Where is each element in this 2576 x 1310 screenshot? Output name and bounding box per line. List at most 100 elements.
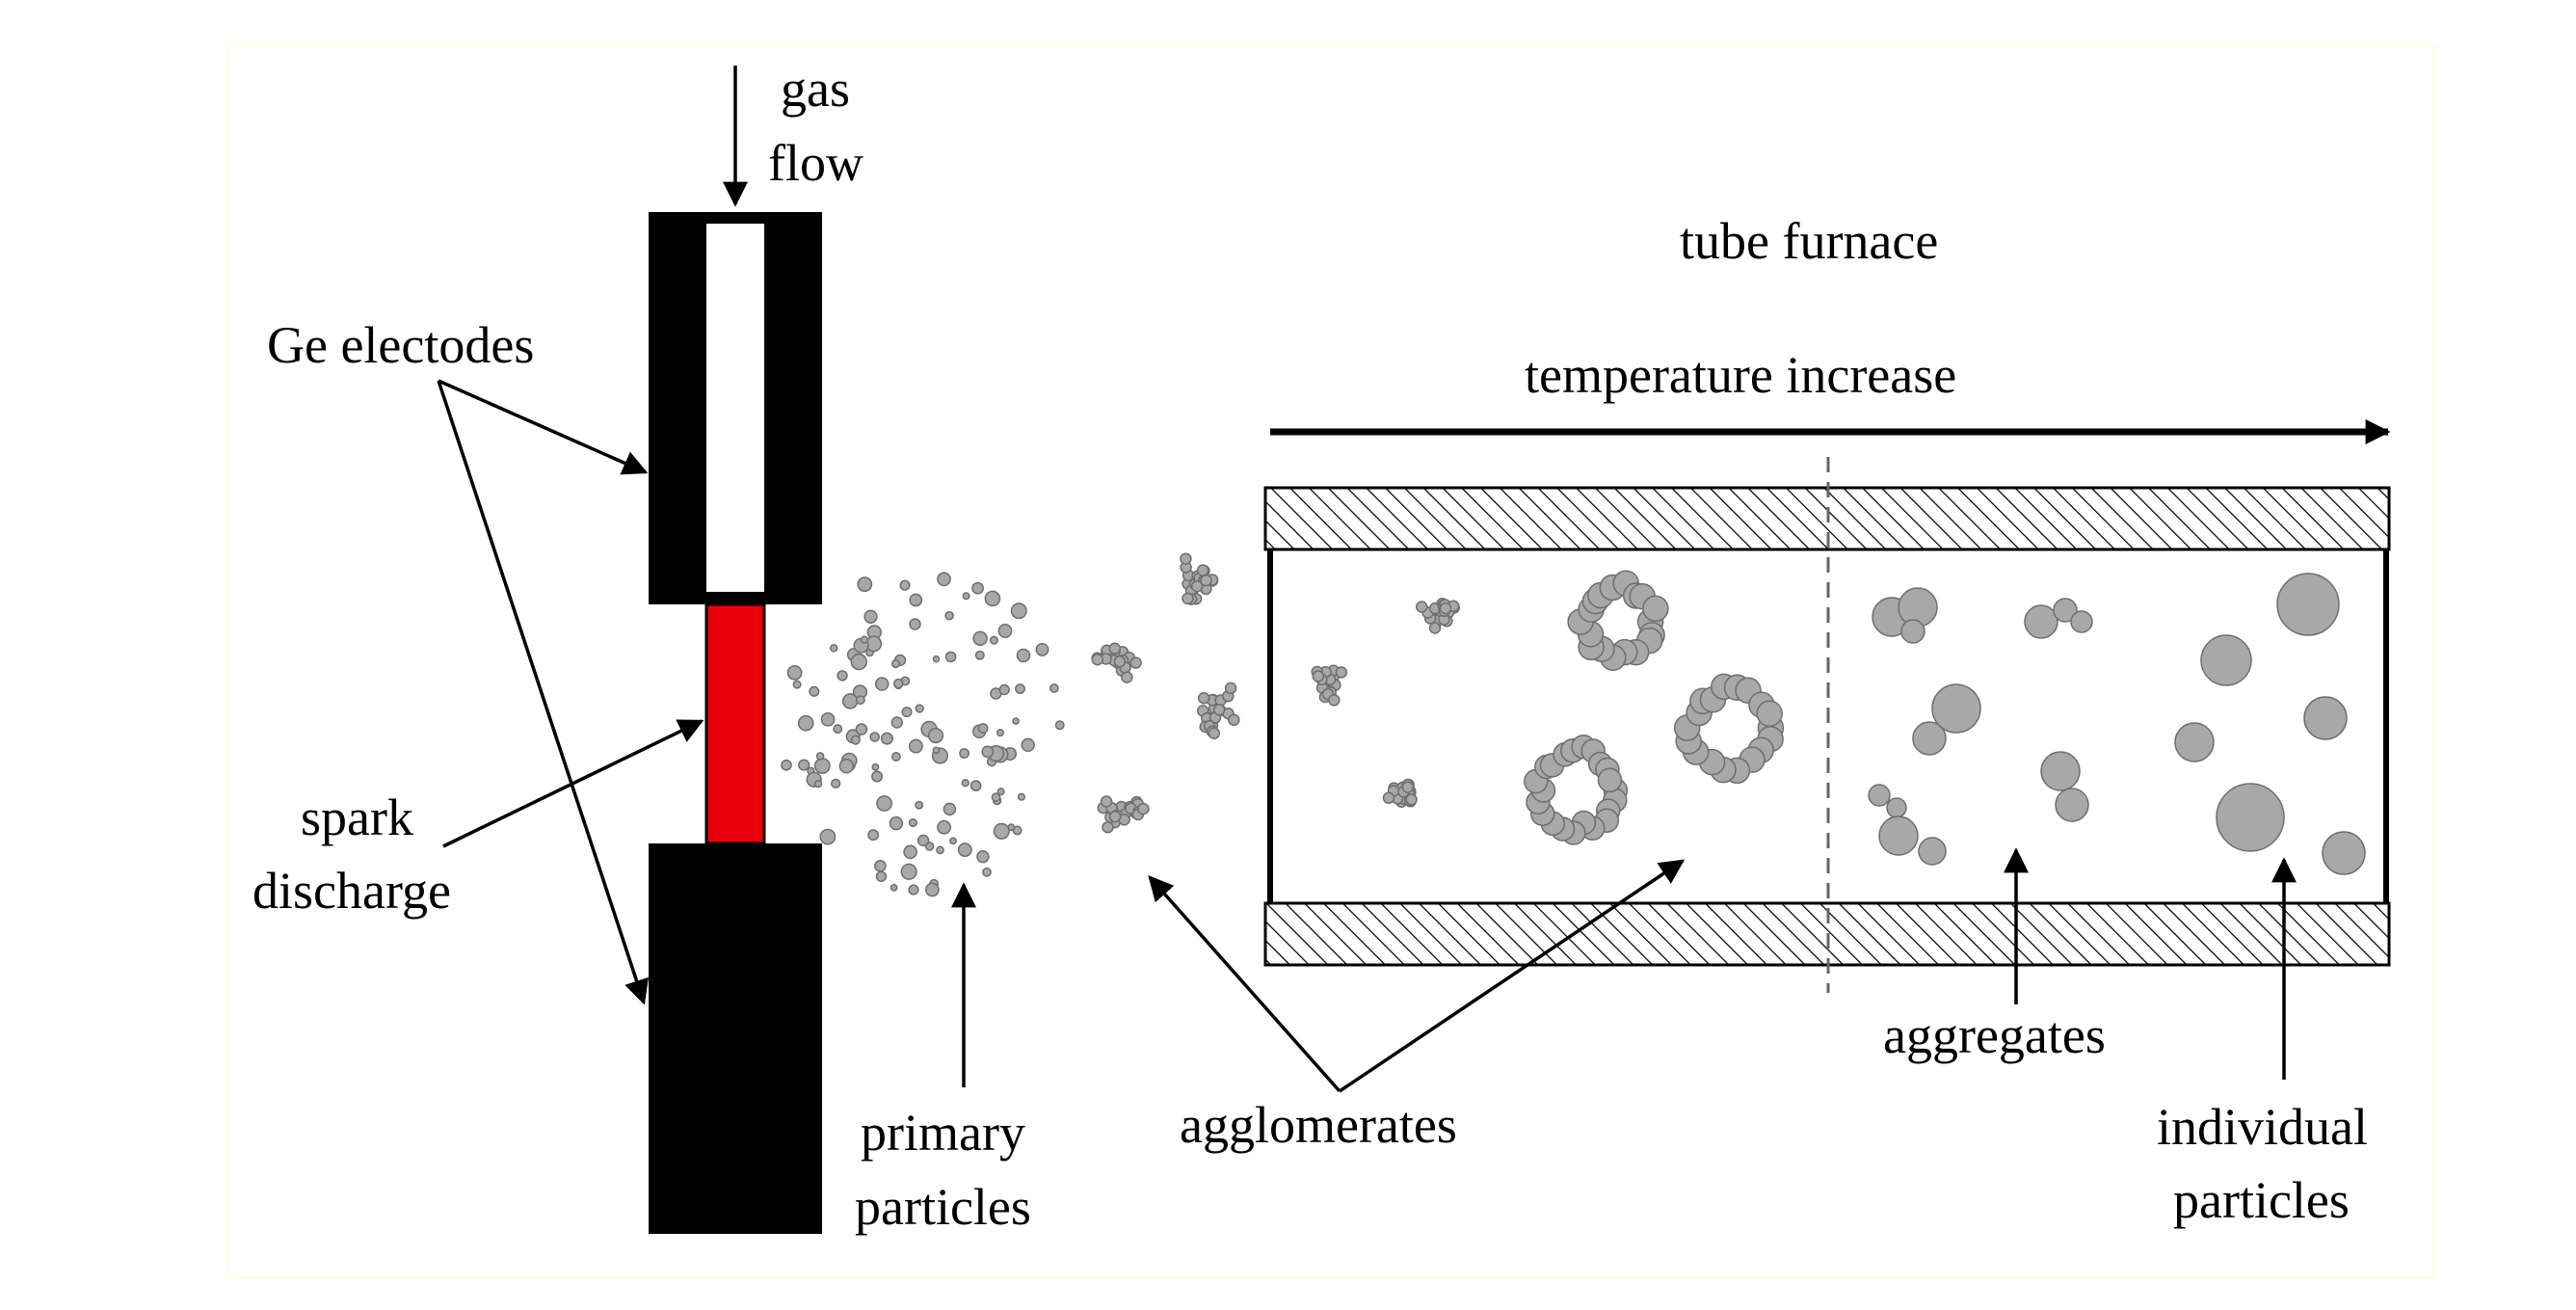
agglomerate-particle xyxy=(1312,670,1325,682)
agglomerate-particle xyxy=(1228,713,1240,727)
primary-particle xyxy=(937,572,951,587)
aggregate-particle xyxy=(1886,797,1907,818)
temperature-increase-label: temperature increase xyxy=(1525,346,1956,404)
primary-particle xyxy=(1035,642,1049,656)
agglomerate-particle xyxy=(1382,791,1395,804)
individual-particles-label: particles xyxy=(2173,1171,2350,1229)
primary-particle xyxy=(927,728,944,744)
primary-particle xyxy=(982,867,992,877)
primary-particle xyxy=(855,723,868,735)
primary-particle xyxy=(996,729,1004,737)
aggregate-particle xyxy=(2040,751,2081,791)
primary-particle xyxy=(909,593,923,607)
primary-particle xyxy=(974,650,985,660)
primary-particle xyxy=(1054,720,1065,731)
ge-electrodes-label: Ge electodes xyxy=(267,316,534,374)
primary-particle xyxy=(837,670,848,682)
aggregates-label: aggregates xyxy=(1883,1006,2106,1064)
agglomerate-particle xyxy=(1212,703,1226,716)
agglomerate-particle xyxy=(1428,622,1442,634)
agglomerate-particle xyxy=(1328,694,1341,707)
tube-aggregates xyxy=(1868,587,2093,866)
primary-particle xyxy=(957,842,972,858)
agglomerate-particle xyxy=(1200,574,1212,587)
agglomerate-particle xyxy=(1208,727,1221,739)
spark-discharge xyxy=(704,602,766,845)
primary-particle xyxy=(937,819,952,835)
primary-particle xyxy=(809,685,820,697)
primary-particle xyxy=(981,745,995,759)
primary-particle xyxy=(875,870,888,882)
individual-particle xyxy=(2216,783,2285,852)
primary-particle xyxy=(915,704,924,713)
agglomerate-particle xyxy=(1642,595,1669,623)
primary-particle xyxy=(890,884,898,892)
agglomerate-particle xyxy=(1224,682,1237,695)
electrode-pointers xyxy=(437,379,704,1005)
primary-particle xyxy=(997,624,1013,638)
primary-particle xyxy=(833,724,843,735)
individual-particle xyxy=(2276,573,2340,636)
agglomerate-particle xyxy=(1113,655,1127,668)
agglomerate-particle xyxy=(1196,564,1209,576)
primary-particle xyxy=(976,849,990,864)
primary-particle xyxy=(908,817,917,828)
primary-particle xyxy=(1016,648,1031,663)
tube-agglomerates xyxy=(1311,570,1785,845)
agglomerate-particle xyxy=(1415,601,1428,613)
primary-particle xyxy=(819,828,837,845)
agglomerate-particle xyxy=(1335,666,1348,679)
primary-particle xyxy=(1015,683,1025,694)
primary-particle xyxy=(989,635,998,645)
primary-particle xyxy=(892,678,904,689)
primary-particle xyxy=(900,863,917,880)
primary-particle xyxy=(998,683,1010,696)
primary-particle xyxy=(962,592,970,601)
agglomerates-label: agglomerates xyxy=(1180,1096,1457,1154)
primary-particle xyxy=(1049,683,1059,693)
primary-particle xyxy=(829,644,838,653)
primary-particle-cloud xyxy=(781,572,1065,897)
agglomerate-particle xyxy=(1756,700,1783,728)
agglomerate-particle xyxy=(1401,781,1415,793)
primary-particle xyxy=(932,746,941,755)
primary-particle xyxy=(971,581,984,595)
primary-particle xyxy=(932,655,941,663)
agglomerate-particle xyxy=(1405,793,1418,806)
primary-particle xyxy=(786,665,803,681)
primary-particle xyxy=(1012,717,1020,725)
aggregate-particle xyxy=(1931,683,1981,734)
primary-particle xyxy=(855,695,865,706)
bottom-electrode xyxy=(649,843,822,1234)
spark-label: spark xyxy=(301,789,413,846)
primary-particle xyxy=(936,845,944,855)
primary-particle xyxy=(901,707,913,718)
primary-particle xyxy=(880,732,893,745)
individual-particle xyxy=(2322,831,2366,875)
individual-label: individual xyxy=(2157,1098,2368,1156)
primary-particle xyxy=(850,653,868,671)
aggregate-particle xyxy=(1912,721,1947,756)
primary-particle xyxy=(969,780,982,791)
aggregate-particle xyxy=(1868,784,1891,807)
primary-particle xyxy=(903,844,917,860)
primary-particle xyxy=(944,651,957,663)
agglomerate-particle xyxy=(1108,810,1122,823)
primary-particle xyxy=(792,680,802,689)
tube-furnace xyxy=(1263,457,2391,993)
primary-particle xyxy=(850,735,861,745)
primary-particle xyxy=(916,834,930,847)
primary-particle xyxy=(889,815,904,831)
agglomerate-particle xyxy=(1100,795,1113,808)
primary-particle xyxy=(972,630,988,647)
primary-particle xyxy=(871,770,884,783)
primary-particle xyxy=(991,792,1001,802)
agglomerate-particle xyxy=(1102,820,1114,834)
primary-particle xyxy=(1010,602,1027,620)
primary-label: primary xyxy=(861,1104,1025,1162)
primary-particle xyxy=(798,759,810,771)
primary-particle xyxy=(890,659,901,669)
discharge-label: discharge xyxy=(252,862,451,920)
agglomerate-particle xyxy=(1121,671,1133,683)
aggregate-particle xyxy=(2053,598,2078,623)
